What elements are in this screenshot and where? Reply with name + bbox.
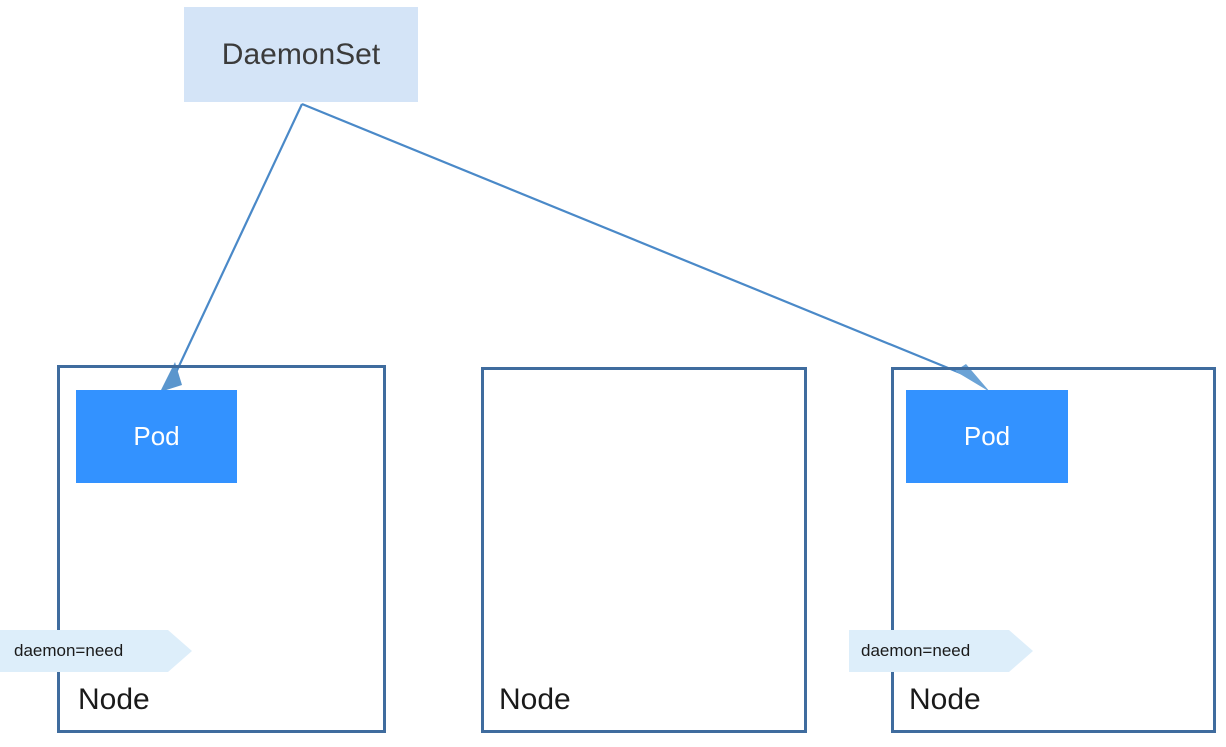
node-label-3: Node xyxy=(909,683,981,716)
node-box-1 xyxy=(57,365,386,733)
tag-arrow-shape-3 xyxy=(849,630,1033,672)
node-tag-label-1: daemon=need xyxy=(14,641,124,660)
node-tag-label-3: daemon=need xyxy=(861,641,971,660)
node-label-1: Node xyxy=(78,683,150,716)
daemonset-box: DaemonSet xyxy=(184,7,418,102)
connector-daemonset-to-pod-1 xyxy=(160,103,303,392)
pod-box-1: Pod xyxy=(76,390,237,483)
pod-box-3: Pod xyxy=(906,390,1068,483)
connector-daemonset-to-pod-3 xyxy=(301,102,990,392)
daemonset-label: DaemonSet xyxy=(221,37,381,71)
node-label-2: Node xyxy=(499,683,571,716)
pod-label-1: Pod xyxy=(133,421,180,451)
node-tag-1: daemon=need xyxy=(0,630,192,672)
node-box-2 xyxy=(481,367,807,733)
tag-arrow-shape-1 xyxy=(0,630,192,672)
node-box-3 xyxy=(891,367,1216,733)
node-tag-3: daemon=need xyxy=(849,630,1033,672)
pod-label-3: Pod xyxy=(963,421,1011,451)
